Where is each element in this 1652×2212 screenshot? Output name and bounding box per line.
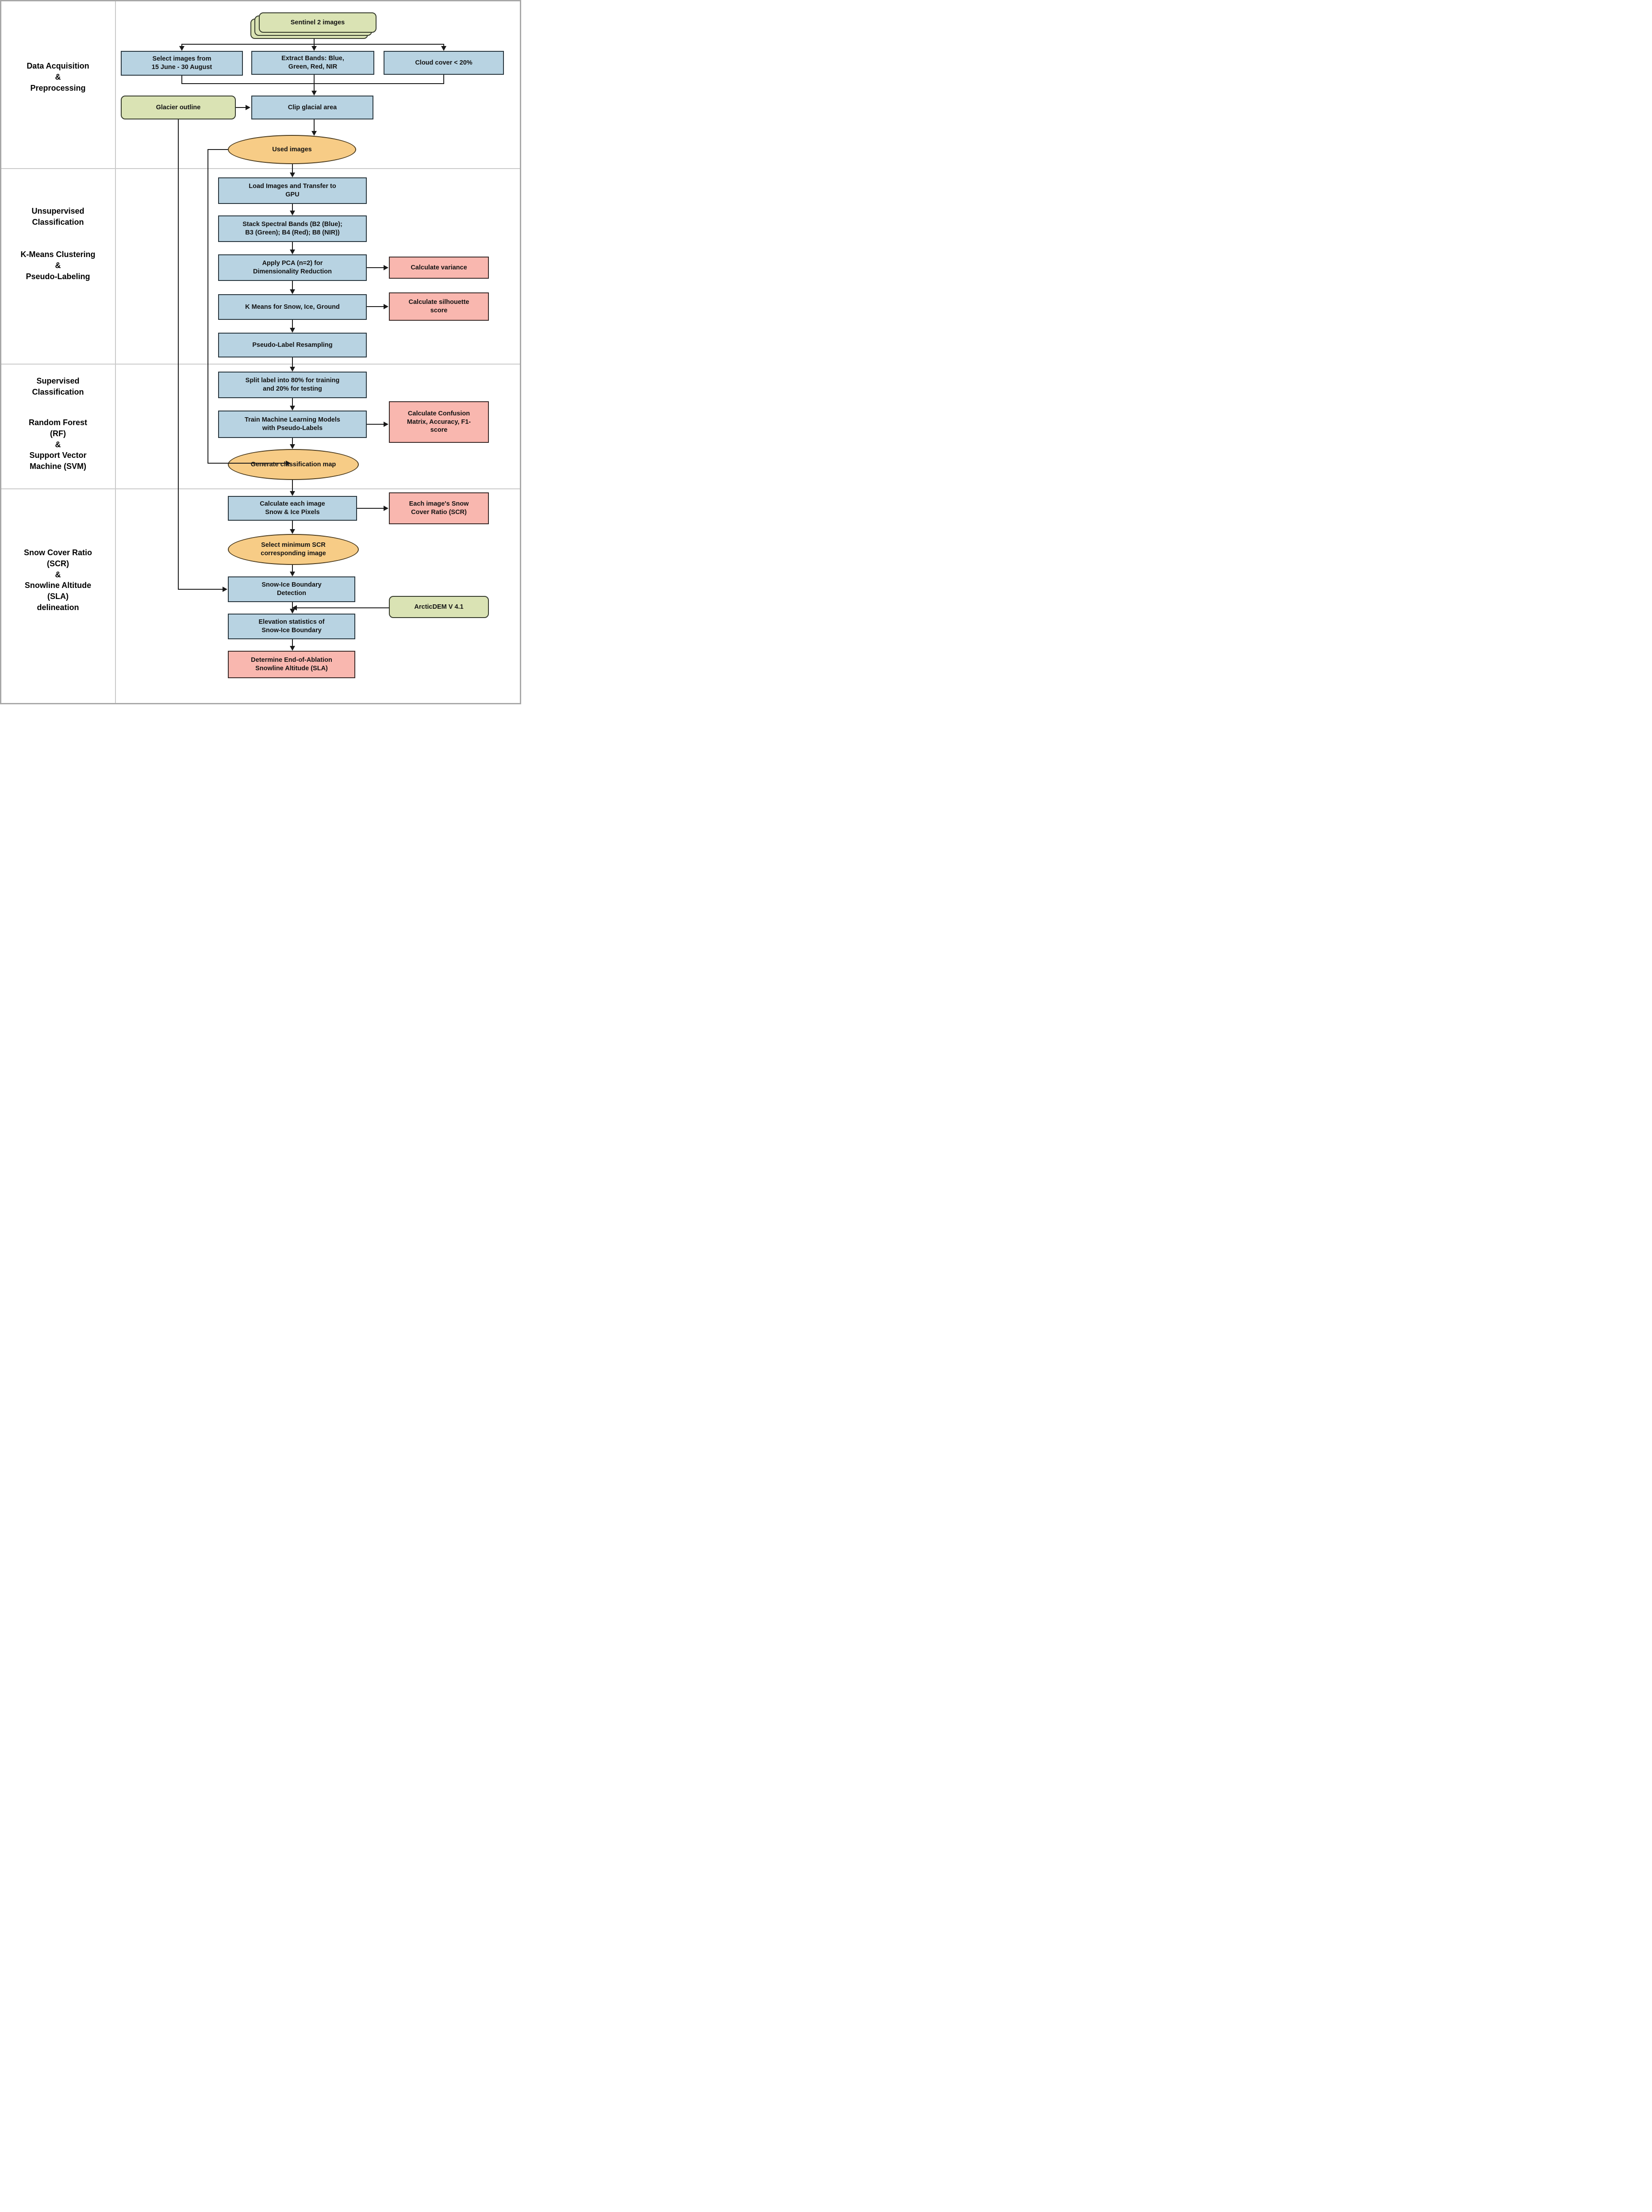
arrow-into-calcpix (290, 491, 295, 496)
connector-train-to-genmap (292, 438, 293, 445)
connector-minscr-to-snowice (292, 565, 293, 572)
section-divider-1 (1, 168, 520, 169)
arrow-into-elev (290, 609, 295, 614)
node-pseudo-label: Pseudo-Label Resampling (218, 333, 367, 357)
node-stack-bands: Stack Spectral Bands (B2 (Blue); B3 (Gre… (218, 215, 367, 242)
connector-glacier-to-clip (236, 107, 246, 108)
node-determine-sla: Determine End-of-Ablation Snowline Altit… (228, 651, 355, 678)
connector-clip-to-used (314, 119, 315, 132)
connector-glacier-down (178, 119, 179, 590)
section-label-unsupervised: Unsupervised Classification (31, 207, 85, 227)
connector-used-branch-in (207, 463, 287, 464)
node-kmeans: K Means for Snow, Ice, Ground (218, 294, 367, 320)
connector-genmap-to-calcpix (292, 480, 293, 492)
node-calc-confusion: Calculate Confusion Matrix, Accuracy, F1… (389, 401, 489, 443)
connector-kmeans-to-pseudo (292, 320, 293, 328)
arrow-into-clip (311, 91, 317, 96)
node-load-images: Load Images and Transfer to GPU (218, 177, 367, 204)
connector-into-extract (314, 44, 315, 47)
node-arcticdem: ArcticDEM V 4.1 (389, 596, 489, 618)
arrow-into-minscr (290, 529, 295, 534)
connector-pseudo-to-split (292, 357, 293, 367)
arrow-used-branch (286, 461, 291, 466)
arrow-into-split (290, 367, 295, 372)
arrow-into-sla (290, 646, 295, 651)
node-extract-bands: Extract Bands: Blue, Green, Red, NIR (251, 51, 374, 75)
node-select-min-scr: Select minimum SCR corresponding image (228, 534, 359, 565)
connector-extract-to-clip (314, 75, 315, 91)
node-select-images: Select images from 15 June - 30 August (121, 51, 243, 76)
arrow-arcticdem-into-flow (292, 605, 297, 611)
node-train-ml: Train Machine Learning Models with Pseud… (218, 411, 367, 438)
connector-kmeans-to-silhouette (367, 306, 384, 307)
arrow-into-snowice (290, 572, 295, 576)
arrow-into-used-images (311, 131, 317, 136)
section-divider-3 (1, 488, 520, 489)
connector-top-split (181, 44, 444, 45)
connector-calcpix-to-minscr (292, 521, 293, 530)
connector-select-bottom (181, 76, 182, 84)
section-label-kmeans-pseudo: K-Means Clustering & Pseudo-Labeling (20, 250, 96, 281)
node-apply-pca: Apply PCA (n=2) for Dimensionality Reduc… (218, 254, 367, 281)
node-calc-pixels: Calculate each image Snow & Ice Pixels (228, 496, 357, 521)
connector-split-to-train (292, 398, 293, 406)
connector-calcpix-to-scr (357, 508, 384, 509)
arrow-into-pca (290, 250, 295, 254)
connector-used-branch-out (207, 149, 228, 150)
connector-pca-to-kmeans (292, 281, 293, 290)
connector-into-cloud (443, 44, 444, 47)
section-label-supervised: Supervised Classification (32, 376, 84, 396)
connector-sentinel-down (314, 38, 315, 44)
connector-load-to-stack (292, 204, 293, 211)
arrow-into-cloud (441, 46, 446, 51)
arrow-glacier-to-clip (246, 105, 250, 110)
connector-glacier-to-snowice (178, 589, 223, 590)
node-cloud-cover: Cloud cover < 20% (384, 51, 504, 75)
connector-stack-to-pca (292, 242, 293, 250)
arrow-into-genmap (290, 444, 295, 449)
node-calc-silhouette: Calculate silhouette score (389, 292, 489, 321)
node-sentinel-images: Sentinel 2 images (259, 12, 377, 33)
connector-into-select (181, 44, 182, 47)
connector-merge-row (181, 83, 444, 84)
flowchart-canvas: Data Acquisition & Preprocessing Unsuper… (0, 0, 521, 704)
node-scr-box: Each image's Snow Cover Ratio (SCR) (389, 492, 489, 524)
connector-used-to-load (292, 164, 293, 173)
arrow-into-load (290, 173, 295, 177)
node-split-label: Split label into 80% for training and 20… (218, 372, 367, 398)
node-snow-ice-boundary: Snow-Ice Boundary Detection (228, 576, 355, 602)
node-generate-classification-map: Generate classification map (228, 449, 359, 480)
connector-arcticdem-left (297, 607, 389, 608)
node-clip-glacial: Clip glacial area (251, 96, 373, 119)
connector-train-to-confusion (367, 424, 384, 425)
arrow-into-scr (384, 506, 388, 511)
node-used-images: Used images (228, 135, 356, 164)
section-label-rf-svm: Random Forest (RF) & Support Vector Mach… (28, 418, 87, 471)
arrow-into-select (179, 46, 184, 51)
arrow-into-kmeans (290, 289, 295, 294)
section-divider-2 (1, 364, 520, 365)
connector-pca-to-variance (367, 267, 384, 268)
node-calc-variance: Calculate variance (389, 257, 489, 279)
arrow-into-confusion (384, 422, 388, 427)
arrow-glacier-to-snowice (223, 587, 227, 592)
connector-used-branch-down (207, 149, 208, 463)
arrow-into-pseudo (290, 328, 295, 333)
left-column-divider (115, 1, 116, 703)
section-label-scr-sla: Snow Cover Ratio (SCR) & Snowline Altitu… (23, 548, 92, 612)
arrow-into-variance (384, 265, 388, 270)
section-label-data-acquisition: Data Acquisition & Preprocessing (27, 61, 89, 92)
arrow-into-silhouette (384, 304, 388, 309)
connector-cloud-bottom (443, 75, 444, 84)
arrow-into-extract (311, 46, 317, 51)
connector-elev-to-sla (292, 639, 293, 646)
arrow-into-stack (290, 211, 295, 215)
node-elevation-stats: Elevation statistics of Snow-Ice Boundar… (228, 614, 355, 639)
arrow-into-train (290, 406, 295, 411)
node-glacier-outline: Glacier outline (121, 96, 236, 119)
